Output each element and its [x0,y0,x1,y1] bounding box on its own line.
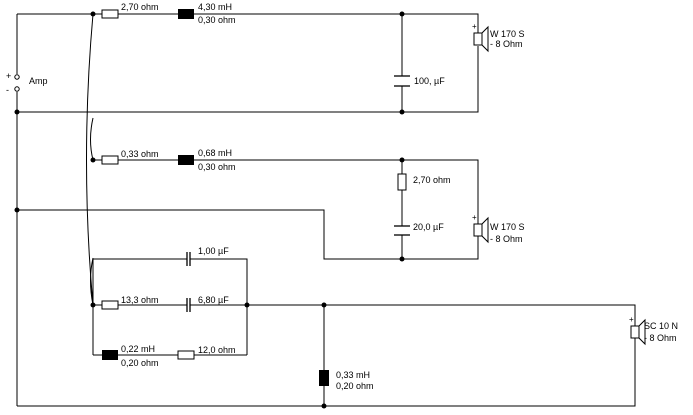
speaker-b2-plus: + [472,213,477,222]
resistor-b3-series [101,300,119,310]
amp-terminals: + - Amp [6,71,48,95]
resistor-b1-series [101,9,119,19]
speaker-b2-imp: - 8 Ohm [490,234,523,244]
speaker-b3 [630,318,646,346]
speaker-b1 [473,25,489,53]
inductor-b1-value: 4,30 mH [198,2,232,12]
resistor-b3-series-label: 13,3 ohm [121,295,159,305]
speaker-b3-plus: + [629,315,634,324]
amp-minus-terminal [14,86,20,92]
capacitor-b3-top-label: 1,00 µF [198,246,229,256]
resistor-b2-shunt [397,173,407,191]
inductor-b3-res: 0,20 ohm [121,358,159,368]
inductor-b3-shunt-res: 0,20 ohm [336,381,374,391]
capacitor-b2-shunt [394,225,410,236]
inductor-b3-shunt-value: 0,33 mH [336,370,370,380]
resistor-b3-bottom [177,350,195,360]
capacitor-b1-label: 100, µF [414,76,445,86]
resistor-b2-series [101,155,119,165]
speaker-b1-name: W 170 S [490,29,525,39]
capacitor-b3-series-label: 6,80 µF [198,295,229,305]
inductor-b2-series [178,155,194,165]
capacitor-b3-series [186,298,191,312]
capacitor-b1-shunt [394,75,410,87]
speaker-b2-name: W 170 S [490,222,525,232]
junction-dots [14,11,405,409]
capacitor-b2-label: 20,0 µF [413,222,444,232]
speaker-b3-imp: - 8 Ohm [644,333,677,343]
resistor-b2-shunt-label: 2,70 ohm [413,175,451,185]
amp-minus-sign: - [6,85,9,95]
capacitor-b3-top [186,252,191,266]
resistor-b3-bottom-label: 12,0 ohm [198,345,236,355]
speaker-b1-plus: + [472,22,477,31]
resistor-b2-series-label: 0,33 ohm [121,149,159,159]
amp-label: Amp [29,76,48,86]
inductor-b1-res: 0,30 ohm [198,15,236,25]
inductor-b3-value: 0,22 mH [121,344,155,354]
speaker-b1-imp: - 8 Ohm [490,39,523,49]
inductor-b2-res: 0,30 ohm [198,162,236,172]
amp-plus-terminal [14,74,20,80]
resistor-b1-series-label: 2,70 ohm [121,2,159,12]
speaker-b2 [473,216,489,244]
inductor-b2-value: 0,68 mH [198,148,232,158]
amp-plus-sign: + [6,71,11,81]
inductor-b3-shunt [319,370,329,386]
inductor-b3-series [102,350,118,360]
inductor-b1-series [178,9,194,19]
wires [16,13,636,407]
speaker-b3-name: SC 10 N [644,321,678,331]
